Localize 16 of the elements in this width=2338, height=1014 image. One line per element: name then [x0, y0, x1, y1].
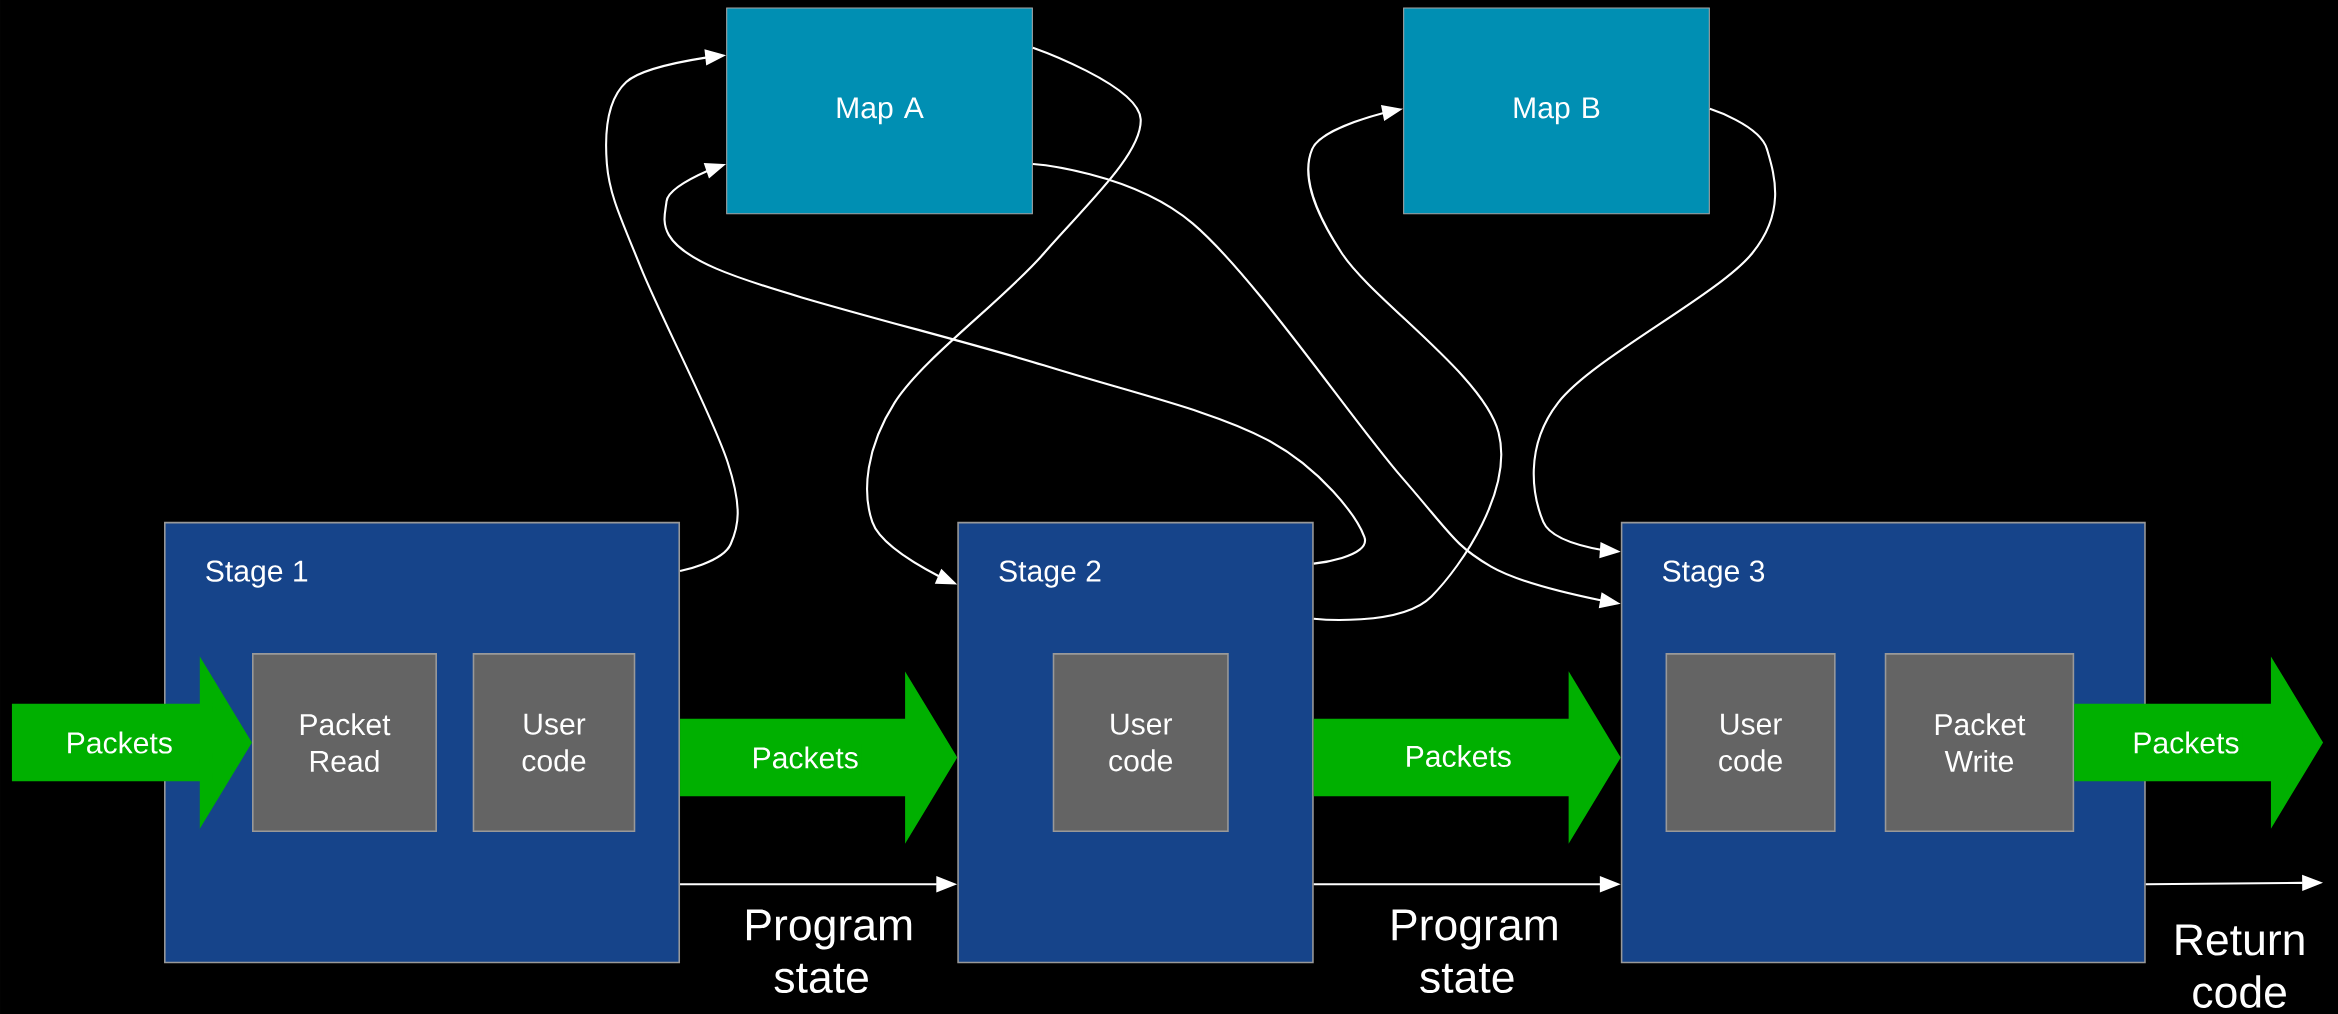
edge-label: Packets: [749, 743, 862, 772]
process-box: User code: [1052, 653, 1229, 833]
process-box: User code: [1665, 653, 1836, 833]
edge-label: Return code: [2158, 921, 2321, 1011]
curved-arrow: [605, 49, 739, 573]
process-box: User code: [472, 653, 636, 833]
curved-arrow: [866, 46, 1142, 585]
curved-arrow: [663, 163, 1366, 565]
edge-label: Program state: [1386, 907, 1557, 996]
map-box: Map A: [726, 7, 1033, 215]
map-box: Map B: [1403, 7, 1710, 215]
curved-arrow: [1307, 105, 1502, 621]
process-box: Packet Write: [1884, 653, 2075, 833]
edge-label: Program state: [740, 907, 912, 996]
edge-label: Packets: [1402, 742, 1515, 770]
process-box: Packet Read: [252, 653, 437, 833]
